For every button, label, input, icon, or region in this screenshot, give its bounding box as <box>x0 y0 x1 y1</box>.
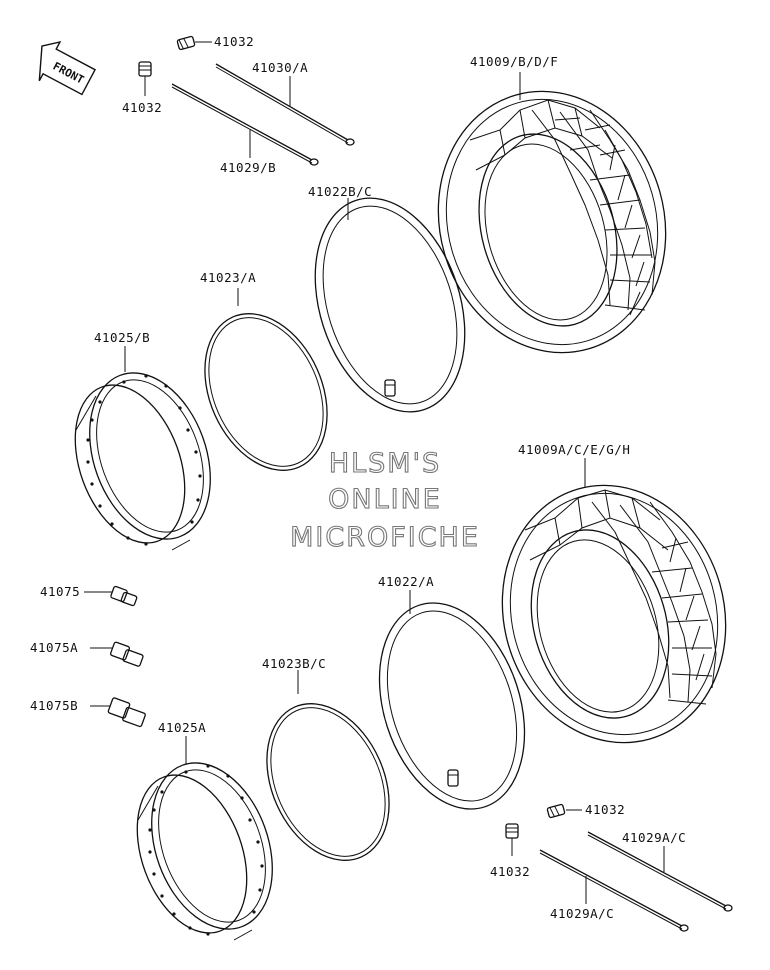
valve-stem-41075B[interactable] <box>107 697 146 728</box>
label-41029AC-lower: 41029A/C <box>550 906 614 921</box>
watermark-line-1: HLSM'S <box>329 448 441 479</box>
rim-41025B[interactable] <box>55 356 232 558</box>
label-41075: 41075 <box>40 584 80 599</box>
label-41075B: 41075B <box>30 698 78 713</box>
rim-band-41023BC[interactable] <box>243 684 412 879</box>
valve-cap-41032-upper-left[interactable] <box>138 61 152 77</box>
spoke-41029AC-upper[interactable] <box>587 831 733 912</box>
valve-cap-41032-lower-left[interactable] <box>505 823 519 839</box>
rim-band-41023A[interactable] <box>181 294 350 489</box>
front-arrow-icon: FRONT <box>38 40 97 96</box>
label-41009ACEGH: 41009A/C/E/G/H <box>518 442 630 457</box>
label-41032-upper-right: 41032 <box>214 34 254 49</box>
label-41023A: 41023/A <box>200 270 256 285</box>
valve-cap-41032-lower-right[interactable] <box>546 803 566 819</box>
label-41030A: 41030/A <box>252 60 308 75</box>
inner-tube-41022BC[interactable] <box>289 179 490 431</box>
rim-41025A[interactable] <box>117 746 294 948</box>
label-41022BC: 41022B/C <box>308 184 372 199</box>
label-41029AC-upper: 41029A/C <box>622 830 686 845</box>
inner-tube-41022A[interactable] <box>355 584 550 828</box>
label-41032-upper-left: 41032 <box>122 100 162 115</box>
label-41032-lower-left: 41032 <box>490 864 530 879</box>
valve-cap-41032-upper-right[interactable] <box>176 35 196 51</box>
label-41029B: 41029/B <box>220 160 276 175</box>
label-41025B: 41025/B <box>94 330 150 345</box>
spoke-41029B[interactable] <box>171 83 319 166</box>
label-41023BC: 41023B/C <box>262 656 326 671</box>
tire-41009ACEGH[interactable] <box>472 459 755 770</box>
spoke-41030A[interactable] <box>215 63 355 146</box>
tire-41009BDF[interactable] <box>408 64 696 380</box>
valve-stem-41075A[interactable] <box>110 641 144 667</box>
label-41075A: 41075A <box>30 640 78 655</box>
watermark: HLSM'S ONLINE MICROFICHE <box>290 447 480 553</box>
label-41032-lower-right: 41032 <box>585 802 625 817</box>
valve-stem-41075[interactable] <box>110 585 138 607</box>
label-41025A: 41025A <box>158 720 206 735</box>
spoke-41029AC-lower[interactable] <box>539 849 689 932</box>
watermark-line-2: ONLINE <box>328 484 442 515</box>
label-41022A: 41022/A <box>378 574 434 589</box>
label-41009BDF: 41009/B/D/F <box>470 54 558 69</box>
watermark-line-3: MICROFICHE <box>290 522 480 553</box>
